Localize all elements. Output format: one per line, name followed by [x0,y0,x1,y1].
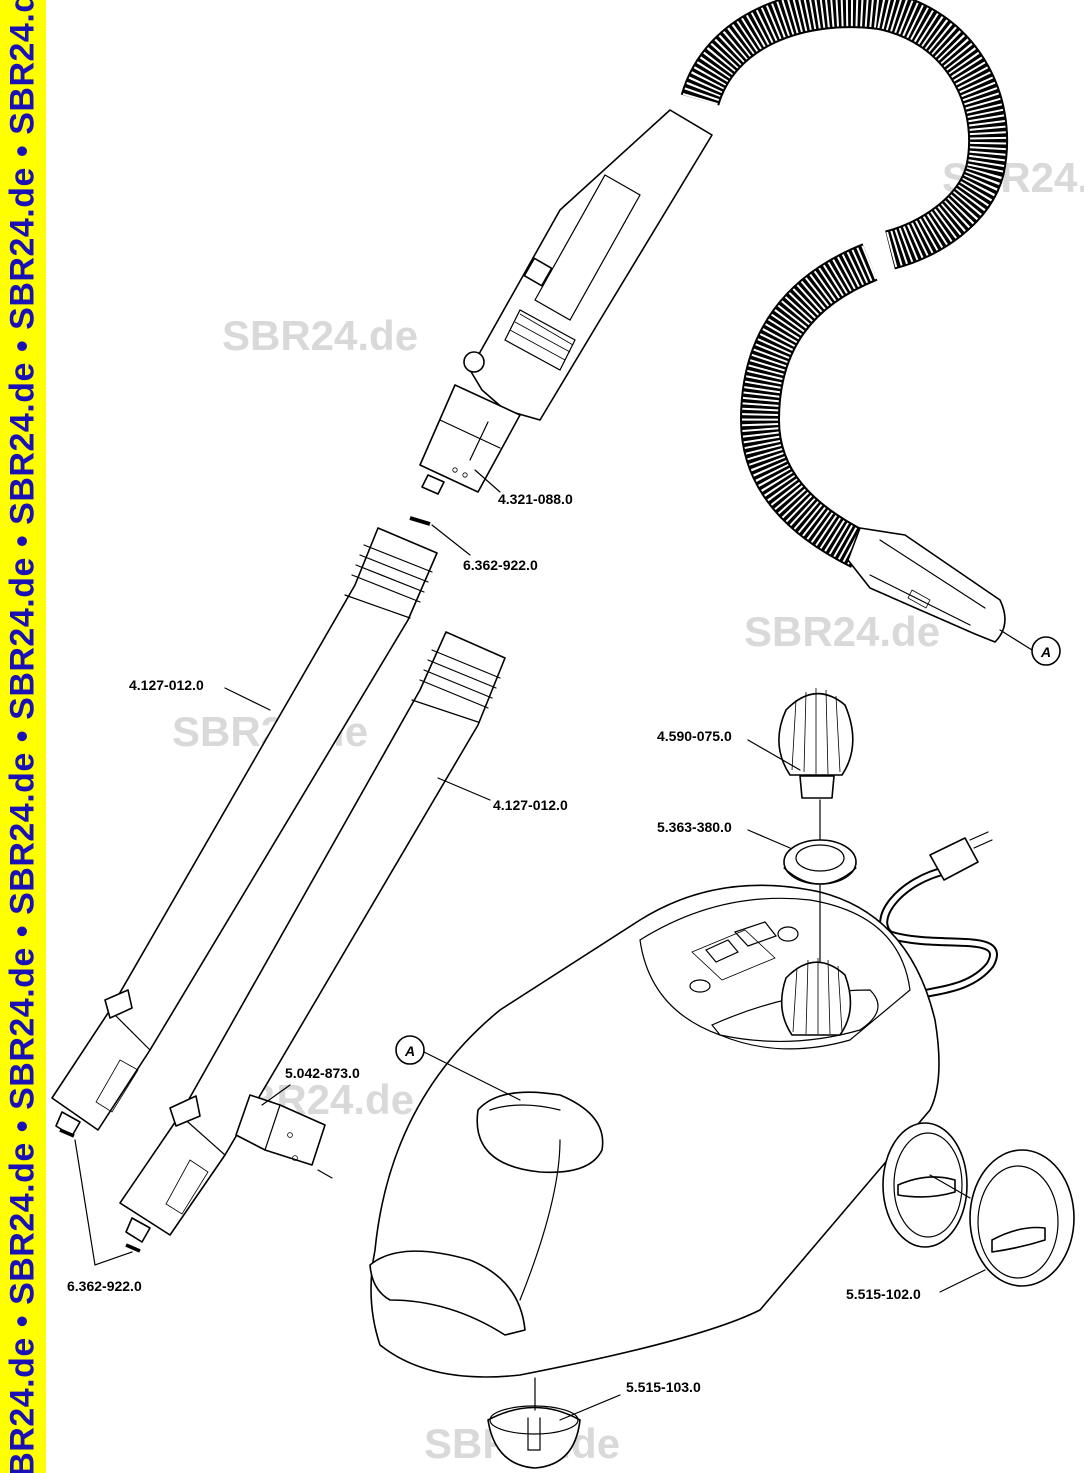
part-label-orings-bottom: 6.362-922.0 [67,1278,142,1294]
extension-tube-left [51,527,438,1137]
tube-clip [235,1094,333,1179]
part-label-handle: 4.321-088.0 [498,491,573,507]
part-label-seal: 5.363-380.0 [657,819,732,835]
part-label-front-foot: 5.515-103.0 [626,1379,701,1395]
front-foot [487,1405,581,1469]
sidebar-watermark-strip: SBR24.de • SBR24.de • SBR24.de • SBR24.d… [0,0,46,1473]
oring-top [409,516,431,526]
power-cord [879,831,998,1000]
part-label-wheel: 5.515-102.0 [846,1286,921,1302]
wheel [969,1149,1075,1287]
extension-tube-right [119,631,506,1243]
callout-a-body: A [395,1035,425,1065]
part-label-clip: 5.042-873.0 [285,1065,360,1081]
steam-handle [419,109,713,495]
orings-bottom [59,1128,141,1253]
part-label-cap: 4.590-075.0 [657,728,732,744]
seal-ring [783,839,857,885]
steam-cleaner-body [369,884,968,1378]
steam-hose [680,0,1009,643]
watermark-3: SBR24.de [744,608,940,655]
callout-a-hose: A [1031,636,1061,666]
filler-cap [778,688,854,799]
callout-a-body-letter: A [404,1043,415,1059]
callout-a-hose-letter: A [1040,644,1051,660]
leader-lines [74,469,1033,1421]
part-label-tube-left: 4.127-012.0 [129,677,204,693]
part-label-oring-top: 6.362-922.0 [463,557,538,573]
watermark-1: SBR24.de [222,312,418,359]
part-label-tube-right: 4.127-012.0 [493,797,568,813]
